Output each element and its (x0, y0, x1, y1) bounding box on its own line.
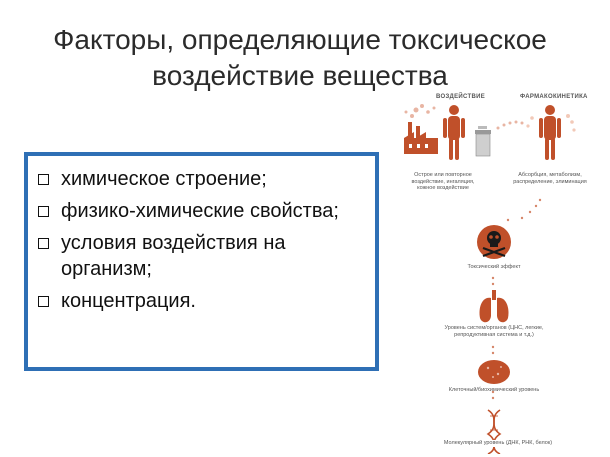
toxicology-diagram: ВОЗДЕЙСТВИЕ ФАРМАКОКИНЕТИКА Острое или п… (398, 92, 603, 454)
cell-icon (478, 360, 510, 384)
toxic-effect-label: Токсический эффект (467, 264, 521, 270)
pharmacokinetics-caption: Абсорбция, метаболизм, распределение, эл… (513, 172, 587, 185)
checkbox-bullet-icon (38, 238, 49, 249)
organ-level-label: Уровень систем/органов (ЦНС, легкие, реп… (444, 325, 544, 338)
cell-level-label: Клеточный/биохимический уровень (448, 387, 540, 393)
lungs-icon (479, 290, 509, 323)
pharmacokinetics-heading: ФАРМАКОКИНЕТИКА (520, 94, 588, 100)
exposure-heading: ВОЗДЕЙСТВИЕ (436, 94, 485, 100)
human-figure-icon (539, 105, 561, 160)
diagram-graphics (404, 104, 576, 454)
dna-icon (486, 409, 502, 454)
list-item-text: условия воздействия на организм; (61, 232, 286, 280)
checkbox-bullet-icon (38, 174, 49, 185)
molecular-level-label: Молекулярный уровень (ДНК, РНК, белок) (438, 440, 558, 447)
human-figure-icon (443, 105, 465, 160)
checkbox-bullet-icon (38, 296, 49, 307)
list-item: условия воздействия на организм; (36, 230, 367, 282)
checkbox-bullet-icon (38, 206, 49, 217)
factors-list-box: химическое строение; физико-химические с… (24, 152, 379, 371)
list-item: химическое строение; (36, 166, 367, 192)
list-item: физико-химические свойства; (36, 198, 367, 224)
slide-title: Факторы, определяющие токсическое воздей… (53, 24, 547, 91)
list-item-text: химическое строение; (61, 168, 267, 190)
skull-crossbones-icon (477, 225, 511, 259)
list-item: концентрация. (36, 288, 367, 314)
bin-icon (475, 126, 491, 157)
list-item-text: физико-химические свойства; (61, 200, 339, 222)
exposure-caption: Острое или повторное воздействие, ингаля… (411, 172, 475, 191)
factory-icon (404, 122, 438, 154)
list-item-text: концентрация. (61, 290, 196, 312)
